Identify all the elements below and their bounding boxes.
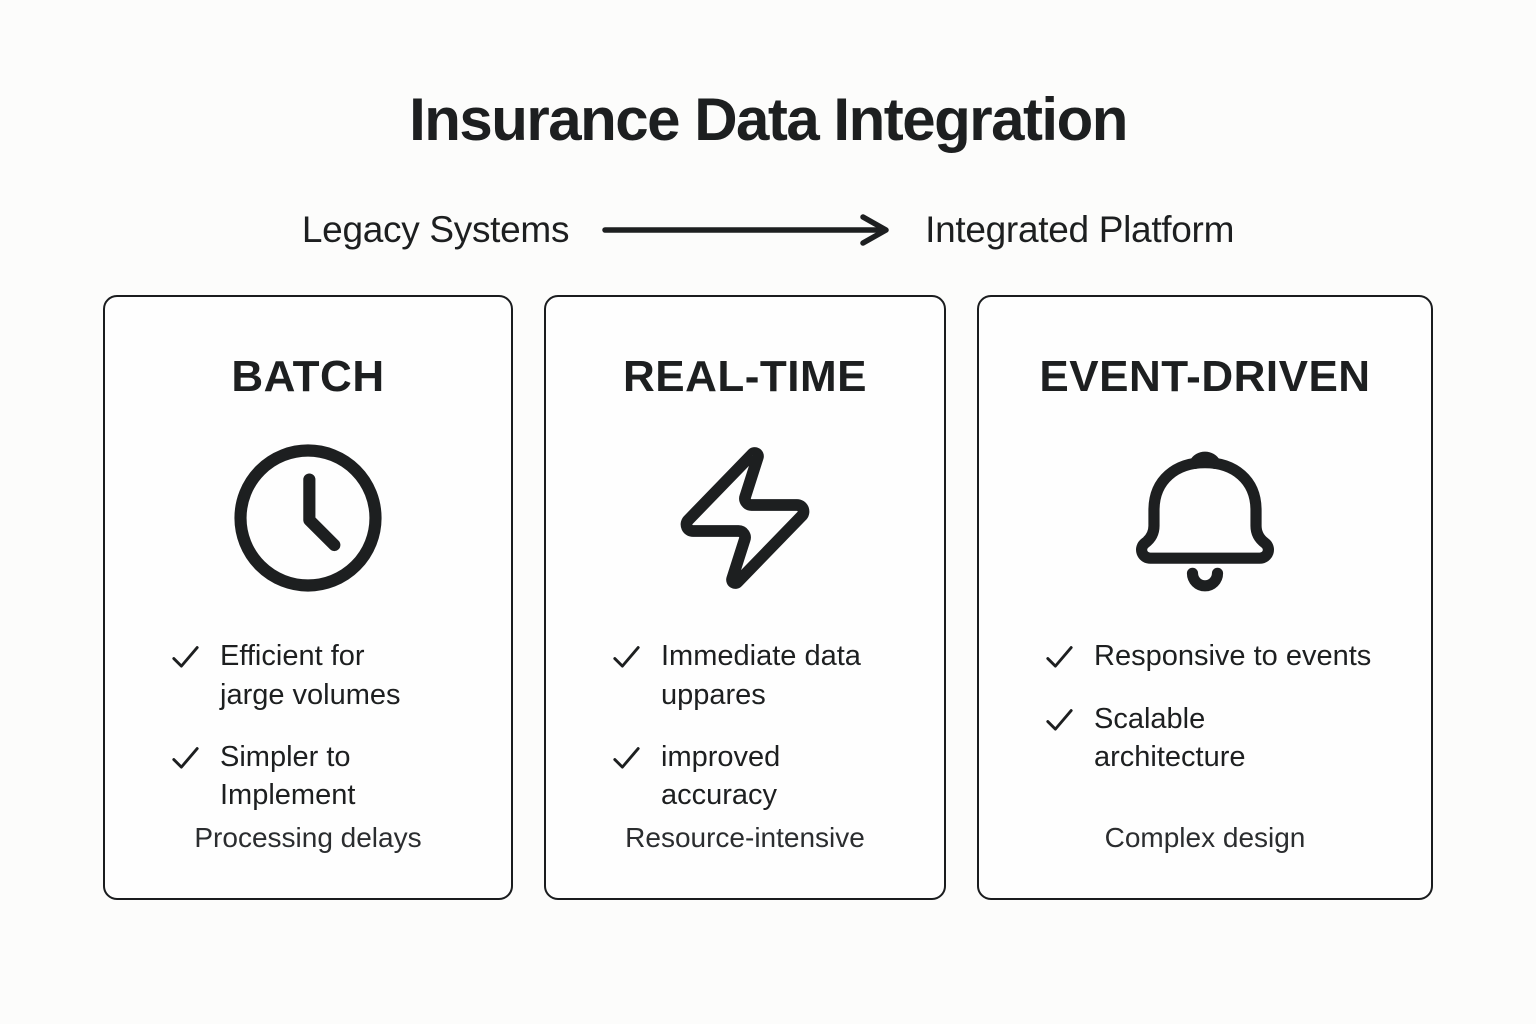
- flow-row: Legacy Systems Integrated Platform: [0, 209, 1536, 251]
- bullet-label: Simpler to Implement: [220, 740, 356, 812]
- list-item: Simpler to Implement: [169, 738, 483, 815]
- check-icon: [613, 646, 640, 668]
- check-icon: [172, 747, 199, 769]
- clock-icon: [234, 444, 382, 592]
- cards-row: BATCH Efficient for jarge volumes: [0, 295, 1536, 900]
- bullet-list: Responsive to events Scalable architectu…: [1001, 637, 1409, 776]
- lightning-icon: [680, 447, 810, 590]
- card-note: Complex design: [1104, 822, 1306, 853]
- arrow-right-icon: [602, 214, 889, 246]
- check-icon: [1046, 646, 1073, 668]
- card-title: REAL-TIME: [622, 352, 868, 401]
- check-icon: [172, 646, 199, 668]
- bullet-label: Responsive to events: [1094, 640, 1372, 673]
- bullet-label: Efficient for jarge volumes: [220, 640, 401, 711]
- flow-target-label: Integrated Platform: [925, 209, 1235, 250]
- card-title: BATCH: [231, 352, 385, 401]
- card-title: EVENT-DRIVEN: [1039, 352, 1371, 401]
- list-item: improved accuracy: [610, 738, 916, 815]
- list-item: Immediate data uppares: [610, 637, 916, 714]
- card-note: Resource-intensive: [625, 822, 865, 853]
- list-item: Efficient for jarge volumes: [169, 637, 483, 714]
- card-note: Processing delays: [194, 822, 422, 853]
- list-item: Scalable architecture: [1043, 700, 1403, 777]
- bell-icon: [1136, 452, 1274, 592]
- bullet-list: Immediate data uppares improved accuracy: [568, 637, 922, 814]
- bullet-label: Immediate data uppares: [661, 640, 861, 711]
- card-batch: BATCH Efficient for jarge volumes: [103, 295, 513, 900]
- card-real-time: REAL-TIME Immediate data uppares: [544, 295, 946, 900]
- bullet-label: Scalable architecture: [1094, 702, 1246, 773]
- check-icon: [613, 747, 640, 769]
- bullet-list: Efficient for jarge volumes Simpler to I…: [127, 637, 489, 814]
- flow-source-label: Legacy Systems: [301, 209, 570, 250]
- list-item: Responsive to events: [1043, 637, 1403, 675]
- card-event-driven: EVENT-DRIVEN Responsive to events: [977, 295, 1433, 900]
- page-title: Insurance Data Integration: [409, 86, 1128, 153]
- bullet-label: improved accuracy: [661, 740, 781, 812]
- check-icon: [1046, 708, 1073, 731]
